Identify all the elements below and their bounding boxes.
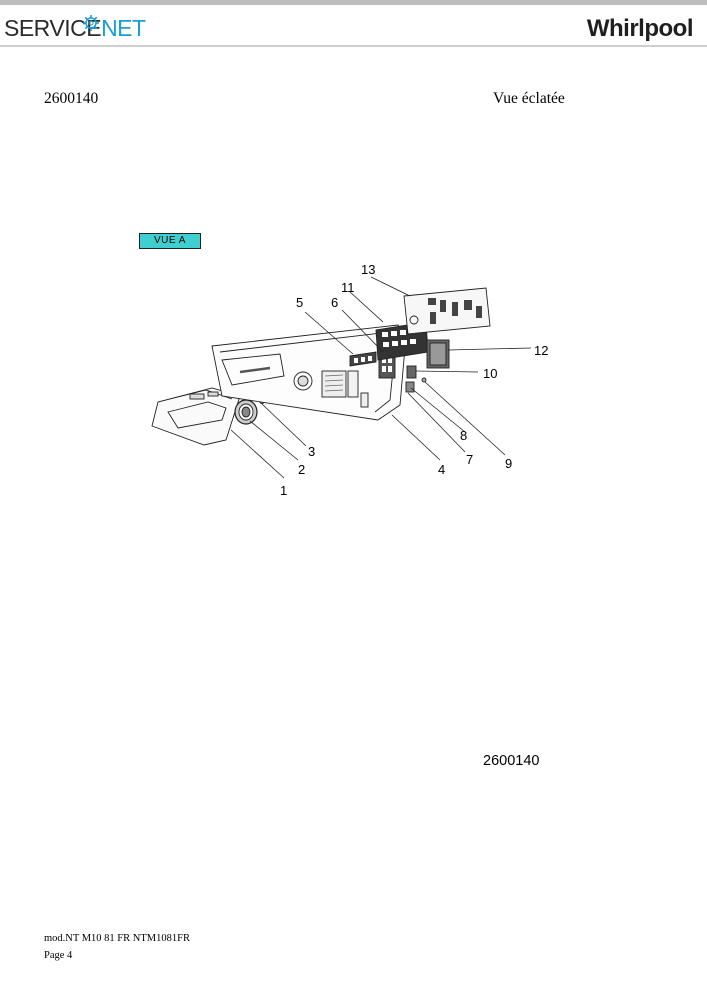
callout-8: 8 bbox=[460, 428, 467, 443]
knob-ring-part bbox=[234, 399, 258, 425]
document-number: 2600140 bbox=[44, 90, 99, 107]
exploded-view-diagram: 1 2 3 4 5 6 7 8 9 10 11 12 13 bbox=[151, 262, 548, 498]
callout-1: 1 bbox=[280, 483, 287, 498]
callout-11: 11 bbox=[341, 280, 355, 295]
page-header: SERVICENET Whirlpool bbox=[0, 5, 707, 47]
callout-4: 4 bbox=[438, 462, 445, 477]
callout-3: 3 bbox=[308, 444, 315, 459]
light-guide-part bbox=[405, 381, 415, 393]
servicenet-logo: SERVICENET bbox=[4, 15, 146, 42]
callout-13: 13 bbox=[361, 262, 375, 277]
bottom-document-number: 2600140 bbox=[483, 753, 540, 769]
document-title: Vue éclatée bbox=[493, 90, 565, 107]
control-panel-part bbox=[211, 324, 407, 421]
screw-part bbox=[421, 377, 427, 383]
whirlpool-logo: Whirlpool bbox=[586, 15, 694, 42]
callout-9: 9 bbox=[505, 456, 512, 471]
footer-page: Page 4 bbox=[44, 950, 73, 961]
connector-part bbox=[406, 365, 417, 379]
header-divider bbox=[0, 45, 707, 47]
buttons-block-part bbox=[378, 353, 396, 379]
main-board-part bbox=[403, 287, 491, 335]
footer-model: mod.NT M10 81 FR NTM1081FR bbox=[44, 933, 190, 944]
callout-6: 6 bbox=[331, 295, 338, 310]
top-bar bbox=[0, 0, 707, 5]
gear-icon bbox=[83, 15, 99, 31]
page-footer: mod.NT M10 81 FR NTM1081FR Page 4 bbox=[44, 930, 190, 964]
view-label-badge: VUE A bbox=[139, 233, 201, 249]
button-strip-part bbox=[349, 351, 377, 367]
callout-5: 5 bbox=[296, 295, 303, 310]
callout-7: 7 bbox=[466, 452, 473, 467]
callout-10: 10 bbox=[483, 366, 497, 381]
knob-module-part bbox=[426, 339, 450, 369]
callout-12: 12 bbox=[534, 343, 548, 358]
callout-2: 2 bbox=[298, 462, 305, 477]
servicenet-logo-accent: NET bbox=[101, 15, 146, 41]
